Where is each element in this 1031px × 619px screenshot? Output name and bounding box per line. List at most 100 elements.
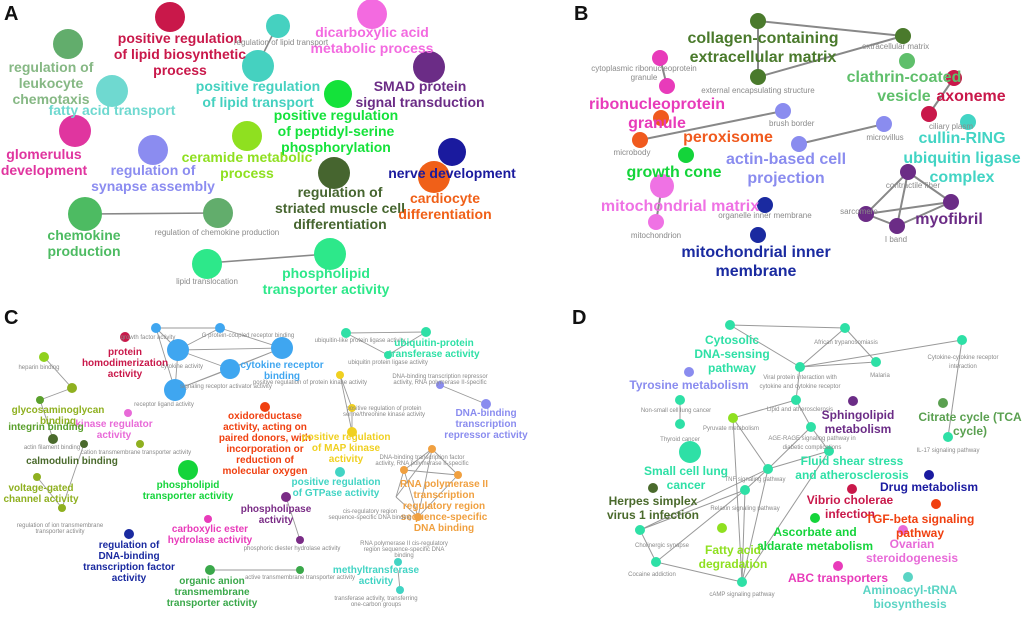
node-d4 (684, 367, 694, 377)
edge-d13 (767, 426, 812, 470)
label-d18: TNF signaling pathway (724, 477, 785, 483)
node-c35 (414, 513, 422, 521)
node-b11 (876, 116, 892, 132)
node-c38 (296, 566, 304, 574)
label-d2: African trypanosomiasis (814, 340, 878, 346)
label-b8: brush border (769, 119, 815, 128)
edge-d16 (744, 468, 769, 491)
edge-b19-b20 (865, 201, 952, 215)
node-b13 (632, 132, 648, 148)
edge-c12 (345, 331, 427, 334)
edge-b20-b22 (896, 201, 952, 227)
node-c21 (80, 440, 88, 448)
node-c11 (336, 371, 344, 379)
node-a9 (59, 115, 91, 147)
edge-c32 (403, 469, 419, 518)
node-b15 (678, 147, 694, 163)
edge-d23 (655, 561, 743, 583)
edge-b16-b22 (896, 171, 909, 227)
node-a17 (192, 249, 222, 279)
node-a7 (96, 75, 128, 107)
label-d8: Non-small cell lung cancer (641, 408, 711, 414)
edge-d25 (741, 450, 830, 583)
edge-c15 (43, 356, 73, 389)
nodes-c (33, 323, 491, 594)
node-c16 (481, 399, 491, 409)
node-b2 (895, 28, 911, 44)
edge-a17-a18 (207, 253, 329, 264)
node-d27 (833, 561, 843, 571)
edge-d8 (795, 366, 801, 401)
node-c23 (347, 427, 357, 437)
label-a3: regulation of lipid transport (234, 38, 329, 47)
node-b5 (899, 53, 915, 69)
edge-d21 (741, 489, 746, 583)
panel-d: D (572, 307, 1022, 611)
node-b10 (653, 110, 669, 126)
node-d5 (795, 362, 805, 372)
node-b3 (652, 50, 668, 66)
label-b2: extracellular matrix (862, 42, 929, 51)
node-c37 (205, 565, 215, 575)
label-b11: microvillus (866, 133, 903, 142)
label-c21: calmodulin binding (26, 456, 118, 467)
label-b15: growth cone (626, 164, 721, 181)
label-b4: external encapsulating structure (701, 86, 815, 95)
label-b19: sarcomere (840, 207, 878, 216)
edge-c31 (395, 496, 419, 518)
node-c5 (384, 351, 392, 359)
panel-label-d: D (572, 307, 586, 329)
label-d27: ABC transporters (788, 571, 888, 585)
edge-c29 (395, 469, 405, 498)
node-c33 (124, 529, 134, 539)
edge-c17 (339, 374, 353, 433)
edge-d6 (799, 339, 963, 368)
node-a4 (53, 29, 83, 59)
label-d22: Relaxin signaling pathway (710, 506, 779, 512)
node-a6 (413, 51, 445, 83)
edge-d22 (639, 529, 657, 563)
label-b9: ciliary plasm (929, 122, 973, 131)
node-c3 (341, 328, 351, 338)
node-c28 (454, 471, 462, 479)
label-a12: nerve development (388, 165, 516, 181)
panel-a: A positi (1, 0, 516, 297)
node-d28 (651, 557, 661, 567)
edge-d17 (639, 468, 769, 531)
node-c24 (428, 445, 436, 453)
node-d29 (737, 577, 747, 587)
node-c30 (400, 466, 408, 474)
edge-d19 (639, 489, 746, 531)
edges-c (36, 327, 487, 591)
node-c13 (164, 379, 186, 401)
node-a10 (138, 135, 168, 165)
node-c32 (204, 515, 212, 523)
node-d10 (938, 398, 948, 408)
node-c6 (39, 352, 49, 362)
label-b16: contractile fiber (886, 181, 941, 190)
